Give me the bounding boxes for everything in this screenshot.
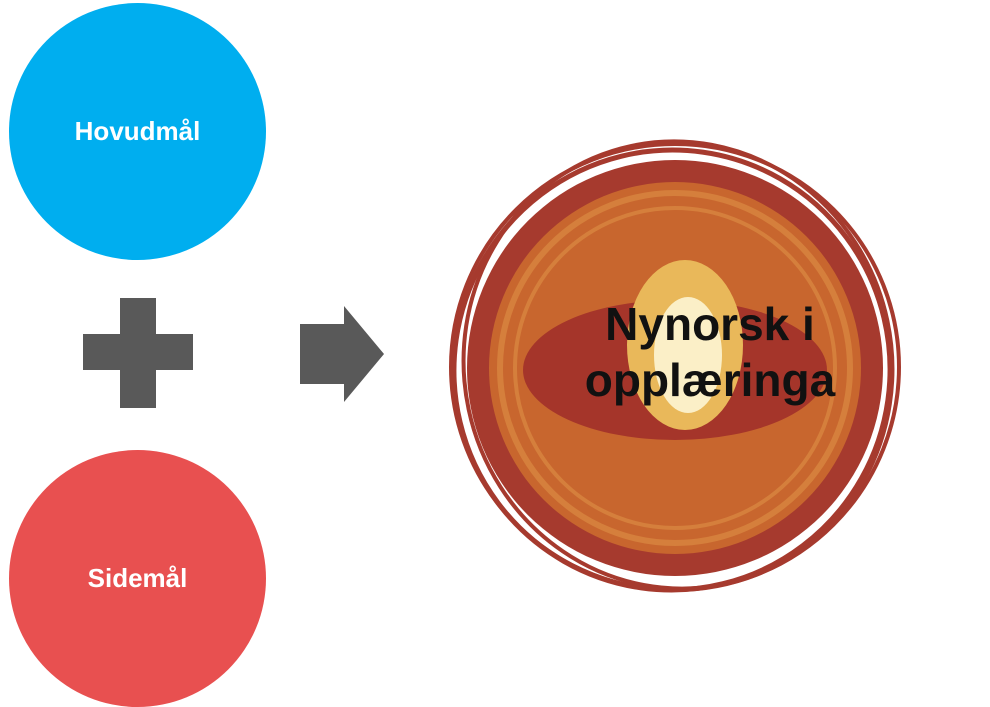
plus-icon-bar (83, 334, 193, 370)
arrow-right-icon (300, 306, 384, 402)
side-language-label: Sidemål (87, 563, 188, 593)
result-title: Nynorsk i opplæringa (540, 296, 880, 408)
side-language-circle: Sidemål (9, 450, 266, 707)
result-title-line-2: opplæringa (584, 354, 836, 406)
result-title-line-1: Nynorsk i (605, 298, 815, 350)
main-language-circle: Hovudmål (9, 3, 266, 260)
main-language-label: Hovudmål (74, 116, 201, 146)
swirl-target-graphic (449, 139, 901, 593)
